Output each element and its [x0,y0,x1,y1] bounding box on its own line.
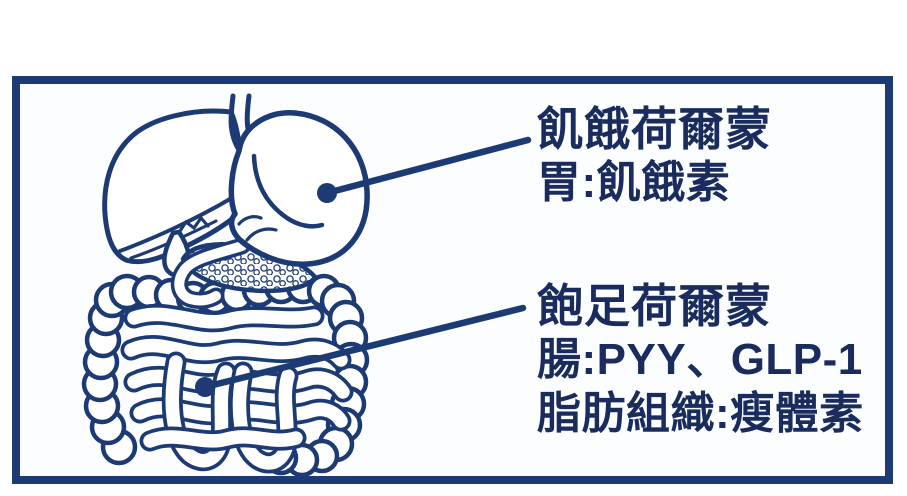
stomach-callout-dot [317,183,337,203]
satiety-hormone-title: 飽足荷爾蒙 [537,280,772,332]
stomach-callout-line [323,136,532,197]
hunger-hormone-title: 飢餓荷爾蒙 [537,103,772,155]
stomach-callout [317,136,532,203]
intestine-callout-dot [195,377,215,397]
duodenum-illustration [170,237,251,309]
intestine-callout-line [201,304,527,391]
small-intestine-illustration [120,303,354,474]
hunger-hormone-detail-stomach: 胃:飢餓素 [537,158,731,208]
satiety-hormone-detail-adipose: 脂肪組織:瘦體素 [537,389,864,439]
hunger-hormone-callout: 飢餓荷爾蒙 胃:飢餓素 [537,103,772,210]
satiety-hormone-detail-gut: 腸:PYY、GLP-1 [537,335,863,385]
intestine-callout [195,304,527,397]
stomach-illustration [228,110,370,267]
satiety-hormone-callout: 飽足荷爾蒙 腸:PYY、GLP-1 脂肪組織:瘦體素 [537,280,864,441]
